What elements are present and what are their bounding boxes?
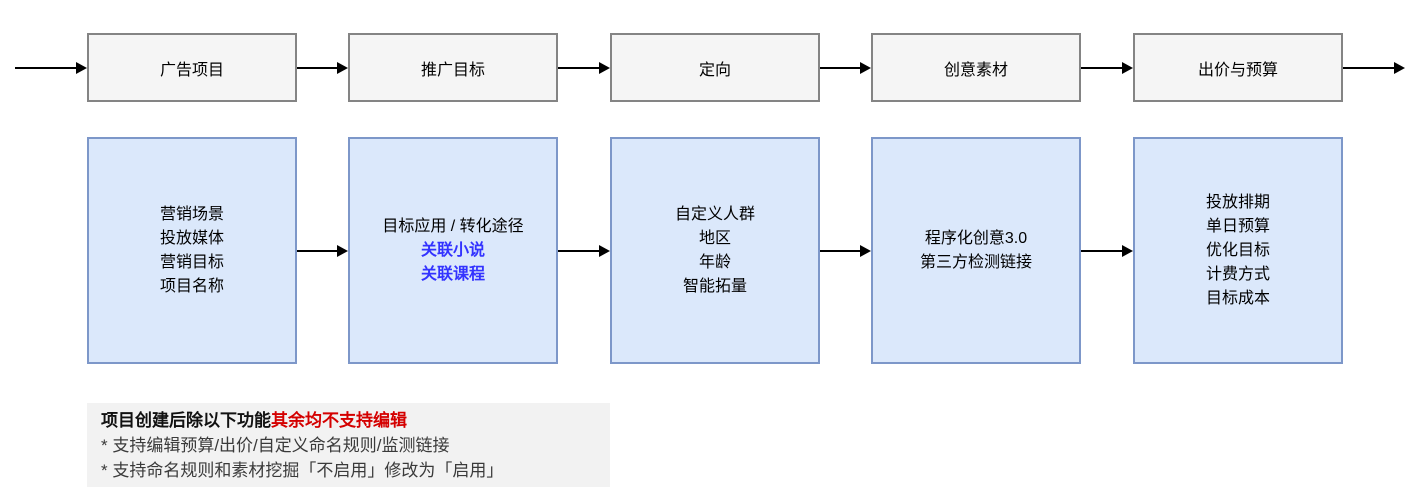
step-title: 出价与预算 — [1197, 61, 1278, 79]
flow-arrow — [1081, 245, 1133, 257]
detail-line: 程序化创意3.0 — [924, 229, 1028, 247]
step-box-targeting: 定向 — [610, 33, 820, 102]
step-title: 推广目标 — [420, 61, 485, 79]
step-title: 创意素材 — [943, 61, 1008, 79]
detail-line-emphasis: 关联小说 — [420, 241, 485, 259]
detail-box-creative: 程序化创意3.0 第三方检测链接 — [871, 137, 1081, 364]
note-line: * 支持编辑预算/出价/自定义命名规则/监测链接 — [101, 436, 450, 455]
flow-arrow — [297, 245, 348, 257]
step-box-ad-project: 广告项目 — [87, 33, 297, 102]
detail-line: 计费方式 — [1205, 265, 1270, 283]
detail-line: 投放媒体 — [159, 229, 224, 247]
detail-box-ad-project: 营销场景 投放媒体 营销目标 项目名称 — [87, 137, 297, 364]
flow-arrow — [1081, 62, 1133, 74]
flow-arrow — [558, 245, 610, 257]
flow-arrow — [297, 62, 348, 74]
edit-restrictions-note: 项目创建后除以下功能其余均不支持编辑 * 支持编辑预算/出价/自定义命名规则/监… — [87, 403, 610, 487]
detail-line: 项目名称 — [159, 277, 224, 295]
detail-line: 营销场景 — [159, 205, 224, 223]
detail-line-emphasis: 关联课程 — [420, 265, 485, 283]
flow-arrow — [558, 62, 610, 74]
detail-line: 第三方检测链接 — [919, 253, 1032, 271]
detail-line: 智能拓量 — [682, 277, 747, 295]
note-title-red: 其余均不支持编辑 — [271, 411, 407, 430]
step-title: 定向 — [698, 61, 731, 79]
detail-line: 投放排期 — [1205, 193, 1270, 211]
detail-line: 目标成本 — [1205, 289, 1270, 307]
step-title: 广告项目 — [159, 61, 224, 79]
detail-line: 目标应用 / 转化途径 — [382, 217, 524, 235]
detail-line: 营销目标 — [159, 253, 224, 271]
detail-line: 单日预算 — [1205, 217, 1270, 235]
flow-arrow — [820, 62, 871, 74]
flow-exit-arrow — [1343, 62, 1405, 74]
step-box-bid-budget: 出价与预算 — [1133, 33, 1343, 102]
note-line: * 支持命名规则和素材挖掘「不启用」修改为「启用」 — [101, 461, 504, 480]
note-title: 项目创建后除以下功能其余均不支持编辑 — [101, 408, 596, 433]
detail-line: 自定义人群 — [674, 205, 755, 223]
detail-box-targeting: 自定义人群 地区 年龄 智能拓量 — [610, 137, 820, 364]
step-box-creative: 创意素材 — [871, 33, 1081, 102]
detail-line: 年龄 — [698, 253, 731, 271]
flow-entry-arrow — [15, 62, 87, 74]
detail-line: 优化目标 — [1205, 241, 1270, 259]
detail-line: 地区 — [698, 229, 731, 247]
detail-box-bid-budget: 投放排期 单日预算 优化目标 计费方式 目标成本 — [1133, 137, 1343, 364]
detail-box-promotion-goal: 目标应用 / 转化途径 关联小说 关联课程 — [348, 137, 558, 364]
flow-arrow — [820, 245, 871, 257]
step-box-promotion-goal: 推广目标 — [348, 33, 558, 102]
note-title-black: 项目创建后除以下功能 — [101, 411, 271, 430]
